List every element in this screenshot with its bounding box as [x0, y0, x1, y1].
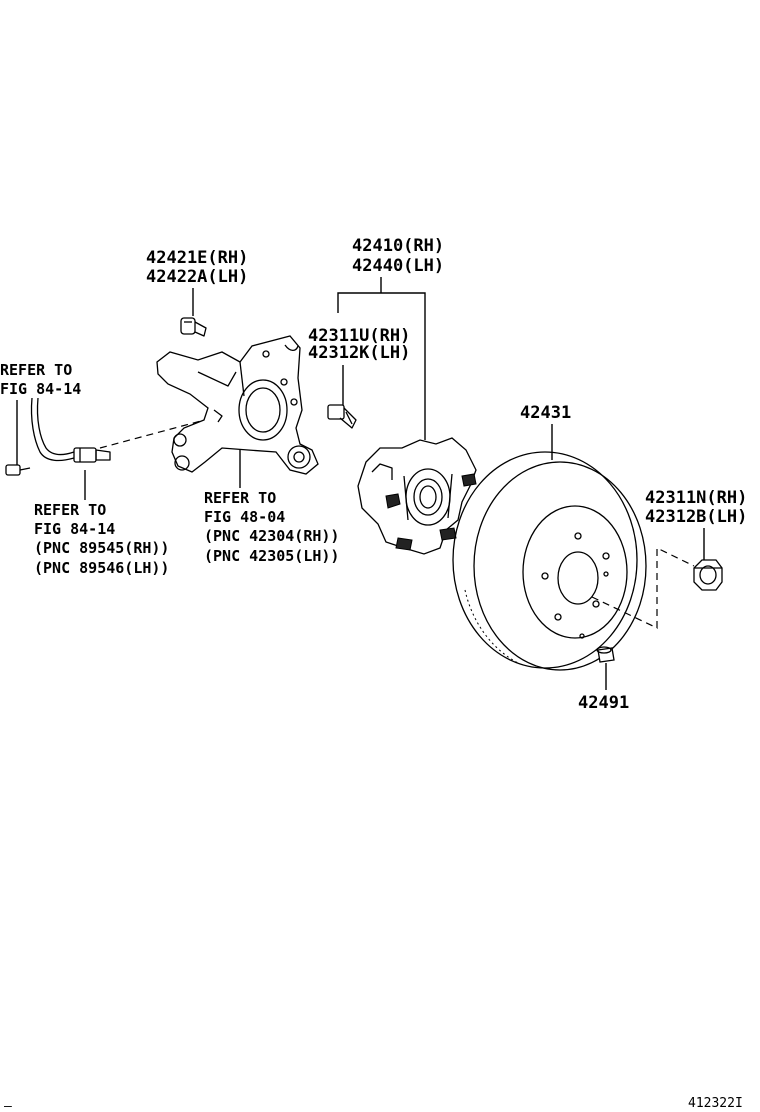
label-hub-bolt-rh: 42311U(RH)	[308, 326, 410, 346]
ref-sensor-line4: (PNC 89546(LH))	[34, 559, 169, 577]
ref-knuckle-line3: (PNC 42304(RH))	[204, 527, 339, 545]
plug-part	[596, 646, 615, 663]
label-knuckle-bolt-lh: 42422A(LH)	[146, 267, 248, 287]
axle-hub-part	[357, 437, 477, 555]
label-knuckle-bolt-rh: 42421E(RH)	[146, 248, 248, 268]
label-hub-nut-lh: 42312B(LH)	[645, 507, 747, 527]
ref-sensor-line1: REFER TO	[34, 501, 106, 519]
ref-top-left-line1: REFER TO	[0, 361, 72, 379]
steering-knuckle-part	[156, 335, 319, 475]
ref-sensor-line2: FIG 84-14	[34, 520, 115, 538]
dash-sensor-to-knuckle	[99, 417, 213, 449]
label-hub-bolt-lh: 42312K(LH)	[308, 343, 410, 363]
ref-top-left-line2: FIG 84-14	[0, 380, 81, 398]
speed-sensor-part	[30, 397, 111, 463]
dash-nut-alignment	[591, 547, 695, 629]
ref-sensor-line3: (PNC 89545(RH))	[34, 539, 169, 557]
figure-code: 412322I	[688, 1096, 743, 1111]
ref-knuckle-line4: (PNC 42305(LH))	[204, 547, 339, 565]
sensor-bolt-part	[5, 464, 31, 476]
label-plug: 42491	[578, 693, 629, 713]
hub-nut-part	[693, 559, 723, 591]
brake-disc-part	[452, 451, 647, 671]
hub-bolt-part	[327, 404, 357, 429]
footer-left-mark: — _	[4, 1099, 28, 1112]
leader-hub-bracket	[337, 292, 426, 440]
label-disc: 42431	[520, 403, 571, 423]
knuckle-bolt-part	[180, 317, 207, 337]
label-hub-lh: 42440(LH)	[352, 256, 444, 276]
label-hub-rh: 42410(RH)	[352, 236, 444, 256]
label-hub-nut-rh: 42311N(RH)	[645, 488, 747, 508]
ref-knuckle-line2: FIG 48-04	[204, 508, 285, 526]
ref-knuckle-line1: REFER TO	[204, 489, 276, 507]
